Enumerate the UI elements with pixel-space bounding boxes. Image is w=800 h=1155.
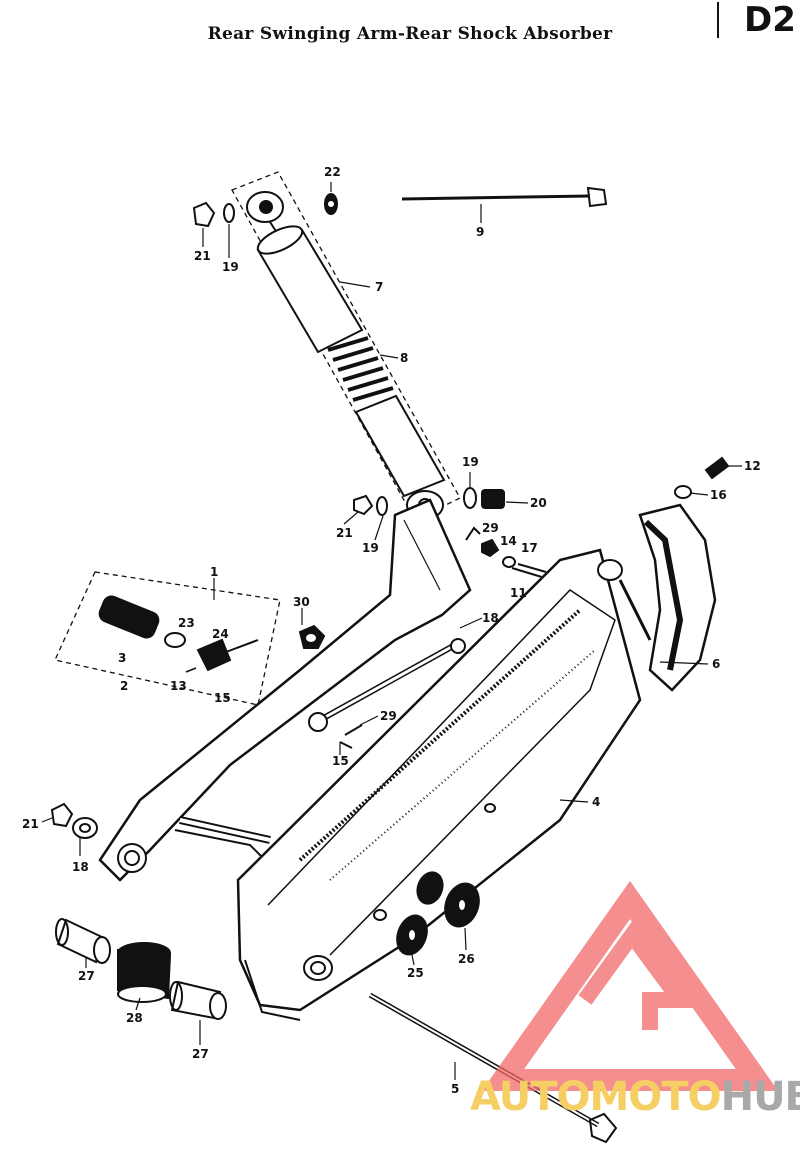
bolt-11 — [511, 563, 547, 579]
pivot-shaft — [368, 992, 618, 1144]
callout-11: 11 — [510, 586, 527, 600]
section-code: D2 — [744, 0, 796, 40]
callout-1: 1 — [210, 565, 219, 579]
callout-6: 6 — [712, 657, 721, 671]
callout-26: 26 — [458, 952, 475, 966]
callout-28: 28 — [126, 1011, 143, 1025]
callout-5: 5 — [451, 1082, 460, 1096]
callout-3: 3 — [118, 651, 127, 665]
nut-14 — [481, 538, 500, 558]
shock-bolt-top — [401, 186, 608, 208]
bush-27-left — [55, 918, 111, 964]
callout-20: 20 — [530, 496, 547, 510]
callout-19: 19 — [362, 541, 379, 555]
callout-19: 19 — [222, 260, 239, 274]
callout-4: 4 — [592, 795, 601, 809]
swing-arm — [179, 548, 642, 1021]
rubber-26 — [444, 882, 480, 928]
callout-8: 8 — [400, 351, 409, 365]
nut-21-mid — [353, 494, 374, 516]
callout-13: 13 — [170, 679, 187, 693]
shock-spring — [327, 336, 394, 402]
callout-21: 21 — [22, 817, 39, 831]
callout-2: 2 — [120, 679, 129, 693]
callout-27: 27 — [78, 969, 95, 983]
callout-27: 27 — [192, 1047, 209, 1061]
rubber-25-rear — [416, 871, 444, 905]
callout-29: 29 — [482, 521, 499, 535]
washer-19-right — [463, 487, 477, 509]
callout-29: 29 — [380, 709, 397, 723]
callout-15: 15 — [214, 691, 231, 705]
callout-7: 7 — [375, 280, 384, 294]
callout-14: 14 — [500, 534, 517, 548]
callout-23: 23 — [178, 616, 195, 630]
rubber-25 — [396, 914, 428, 956]
brake-rod — [308, 638, 466, 732]
left-arm-bracket — [98, 498, 472, 882]
bolt-20 — [481, 489, 505, 509]
bolt-12 — [704, 456, 730, 480]
callout-24: 24 — [212, 627, 229, 641]
callout-22: 22 — [324, 165, 341, 179]
leader-lines — [41, 182, 742, 1080]
washer-19-mid — [376, 496, 388, 516]
callout-21: 21 — [336, 526, 353, 540]
callout-12: 12 — [744, 459, 761, 473]
washer-17 — [502, 556, 516, 568]
bush-28 — [117, 942, 172, 1003]
chain-case — [618, 503, 717, 692]
nut-30 — [298, 624, 326, 649]
pin-29-top — [465, 526, 481, 541]
callout-18: 18 — [482, 611, 499, 625]
washer-18 — [72, 817, 98, 839]
footrest-assembly — [54, 571, 281, 706]
bush-27-right — [169, 980, 227, 1020]
callout-9: 9 — [476, 225, 485, 239]
rear-shock-absorber — [231, 171, 461, 521]
callout-30: 30 — [293, 595, 310, 609]
watermark-part1: AUTOMOTO — [470, 1074, 722, 1120]
page-title: Rear Swinging Arm-Rear Shock Absorber — [207, 24, 613, 44]
watermark-part2: HUB — [720, 1074, 800, 1120]
callout-15: 15 — [332, 754, 349, 768]
callout-19: 19 — [462, 455, 479, 469]
watermark-logo — [481, 880, 779, 1091]
pin-29-bottom — [339, 724, 363, 749]
nut-21-top — [192, 201, 216, 228]
callout-21: 21 — [194, 249, 211, 263]
watermark-text: AUTOMOTOHUB — [470, 1074, 800, 1120]
nut-21-bottom — [50, 802, 74, 828]
callout-18: 18 — [72, 860, 89, 874]
callout-17: 17 — [521, 541, 538, 555]
washer-19-top — [223, 203, 235, 223]
callout-16: 16 — [710, 488, 727, 502]
callout-25: 25 — [407, 966, 424, 980]
section-divider — [717, 2, 719, 38]
washer-16 — [674, 485, 692, 499]
